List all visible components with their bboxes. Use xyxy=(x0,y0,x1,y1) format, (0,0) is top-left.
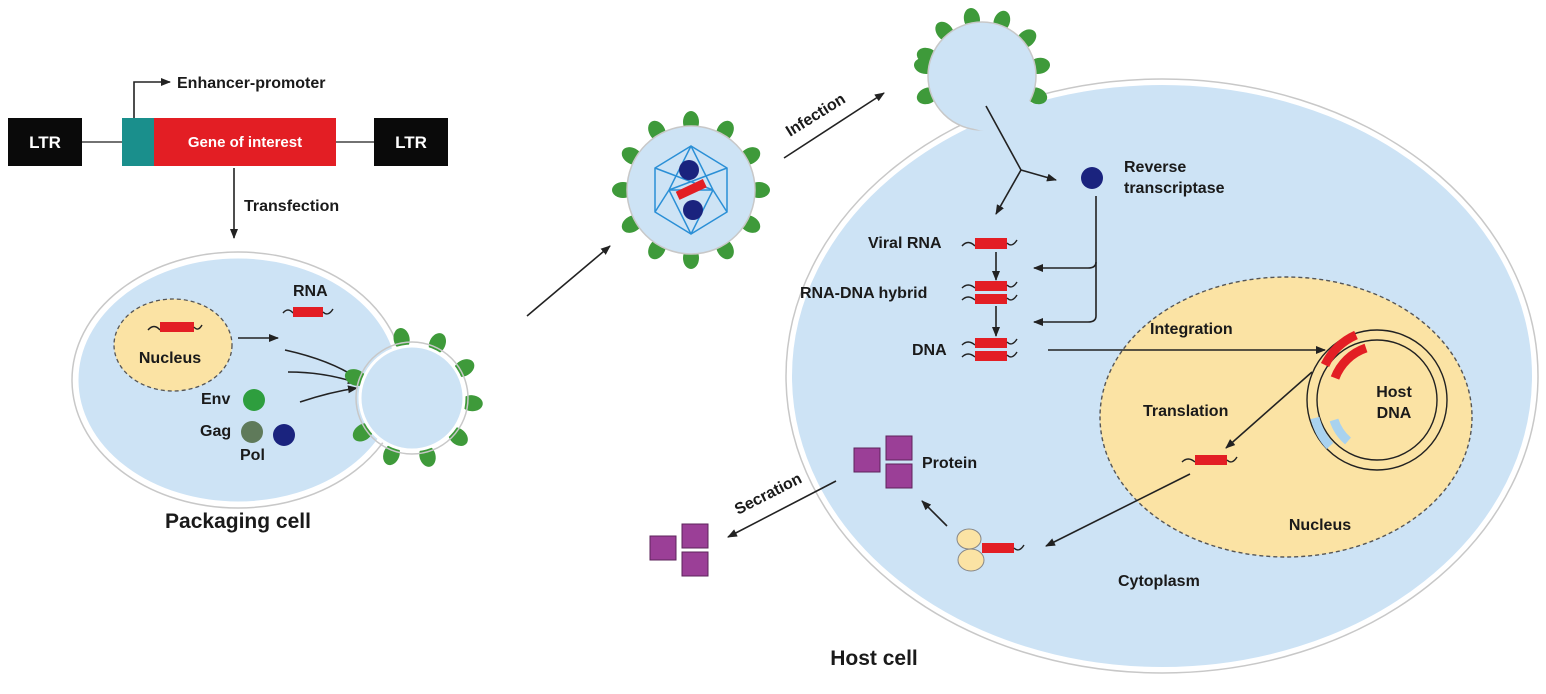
host-dna-label-line1: Host xyxy=(1376,384,1412,401)
ltr-right-label: LTR xyxy=(395,133,427,152)
packaging-cell: Nucleus RNA Env Gag Pol Packaging cell xyxy=(71,251,483,533)
reverse-transcriptase-icon xyxy=(1081,167,1103,189)
enhancer-promoter-label: Enhancer-promoter xyxy=(177,75,325,92)
secretion-arrow xyxy=(727,480,837,538)
pol-label: Pol xyxy=(240,447,265,464)
rna-label: RNA xyxy=(293,283,328,300)
host-dna-label-line2: DNA xyxy=(1377,405,1412,422)
env-protein-icon xyxy=(243,389,265,411)
release-arrow xyxy=(526,245,611,317)
ltr-left-label: LTR xyxy=(29,133,61,152)
host-nucleus-label: Nucleus xyxy=(1289,517,1351,534)
ribosome-icon xyxy=(956,528,1025,572)
reverse-label-line1: Reverse xyxy=(1124,159,1186,176)
infection-label: Infection xyxy=(783,91,849,141)
dna-label: DNA xyxy=(912,342,947,359)
viral-rna-label: Viral RNA xyxy=(868,235,942,252)
promoter-arrow xyxy=(133,78,171,118)
protein-icon xyxy=(853,435,913,489)
packaging-cell-title: Packaging cell xyxy=(165,510,311,533)
budding-virion xyxy=(344,327,483,467)
infection-arrow xyxy=(783,92,885,159)
integration-label: Integration xyxy=(1150,321,1233,338)
cytoplasm-label: Cytoplasm xyxy=(1118,573,1200,590)
env-label: Env xyxy=(201,391,230,408)
host-cell: Reverse transcriptase Viral RNA RNA-DNA … xyxy=(785,7,1539,674)
envelope-spike xyxy=(460,395,483,412)
free-virion xyxy=(612,111,770,269)
promoter-segment xyxy=(122,118,154,166)
secretion-label: Secration xyxy=(732,470,805,518)
ltr-right-box xyxy=(374,118,448,166)
host-nucleus xyxy=(1099,276,1473,558)
host-dna-plasmid: Host DNA xyxy=(1306,329,1448,471)
ltr-left-box xyxy=(8,118,82,166)
entering-virion xyxy=(913,7,1051,132)
translation-label: Translation xyxy=(1143,403,1228,420)
packaging-nucleus-label: Nucleus xyxy=(139,350,201,367)
transfection-label: Transfection xyxy=(244,198,339,215)
gag-label: Gag xyxy=(200,423,231,440)
hybrid-label: RNA-DNA hybrid xyxy=(800,285,927,302)
packaging-nucleus xyxy=(113,298,233,392)
gene-of-interest-label: Gene of interest xyxy=(188,134,302,151)
host-cell-title: Host cell xyxy=(830,647,918,670)
vector-construct: LTR Gene of interest LTR Enhancer-promot… xyxy=(8,75,448,239)
reverse-label-line2: transcriptase xyxy=(1124,180,1225,197)
gene-of-interest-box xyxy=(154,118,336,166)
pol-protein-icon xyxy=(273,424,295,446)
secreted-protein-icon xyxy=(649,523,709,577)
protein-label: Protein xyxy=(922,455,977,472)
gag-protein-icon xyxy=(241,421,263,443)
